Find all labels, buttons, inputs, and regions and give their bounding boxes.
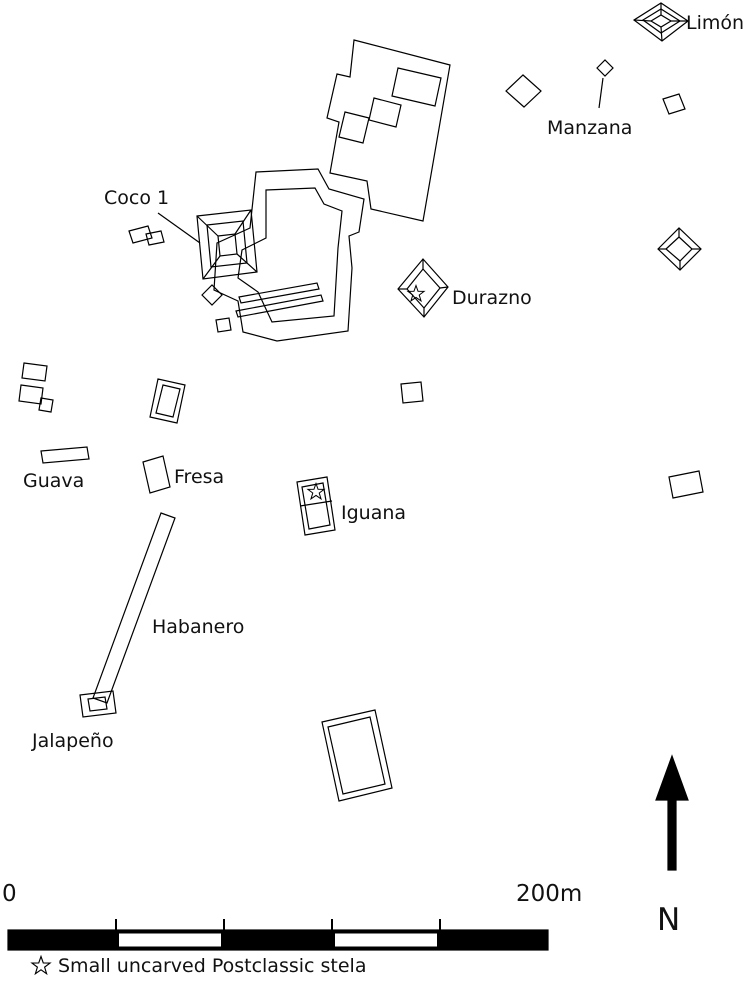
structure-center-mound — [400, 381, 424, 404]
structure-guava-mound — [40, 446, 90, 464]
label-fresa: Fresa — [174, 466, 225, 488]
legend-stela-star-icon — [30, 954, 52, 976]
label-durazno: Durazno — [452, 287, 532, 309]
label-limon: Limón — [686, 12, 745, 34]
label-manzana: Manzana — [547, 117, 633, 139]
label-coco1: Coco 1 — [104, 187, 170, 209]
structure-west-complex — [18, 362, 54, 413]
north-arrow-icon — [655, 754, 689, 871]
scale-end-label: 200m — [516, 881, 583, 907]
label-guava: Guava — [23, 470, 85, 492]
structure-jalapeno — [79, 690, 117, 718]
structure-mid-mound — [149, 378, 186, 424]
north-label: N — [657, 902, 681, 938]
structure-east-mound — [668, 470, 704, 499]
structure-south-mound — [321, 709, 393, 802]
label-habanero: Habanero — [152, 616, 245, 638]
structure-fresa-mound — [142, 455, 171, 494]
structure-habanero-causeway — [92, 512, 176, 704]
label-jalapeno: Jalapeño — [32, 730, 114, 752]
legend-stela-label: Small uncarved Postclassic stela — [58, 955, 367, 977]
structure-plaza-group — [213, 168, 365, 342]
structure-durazno-pyramid — [397, 258, 449, 318]
structure-north-complex — [326, 39, 451, 222]
structure-coco1-pyramid — [157, 209, 258, 280]
structure-small-mounds-south-of-plaza — [201, 282, 324, 333]
scale-bar — [7, 919, 549, 951]
label-iguana: Iguana — [341, 502, 407, 524]
structure-ne-mound — [662, 93, 686, 115]
stela-star-icon — [306, 481, 326, 501]
structure-iguana — [296, 476, 336, 536]
scale-start-label: 0 — [2, 881, 17, 907]
stela-star-icon — [406, 283, 426, 303]
structure-east-pyramid — [657, 227, 702, 271]
structure-north-mound — [505, 74, 542, 108]
structure-limon-pyramid — [632, 2, 690, 42]
structure-manzana-mound — [596, 59, 614, 109]
structure-coco1-west-mound — [128, 225, 165, 246]
